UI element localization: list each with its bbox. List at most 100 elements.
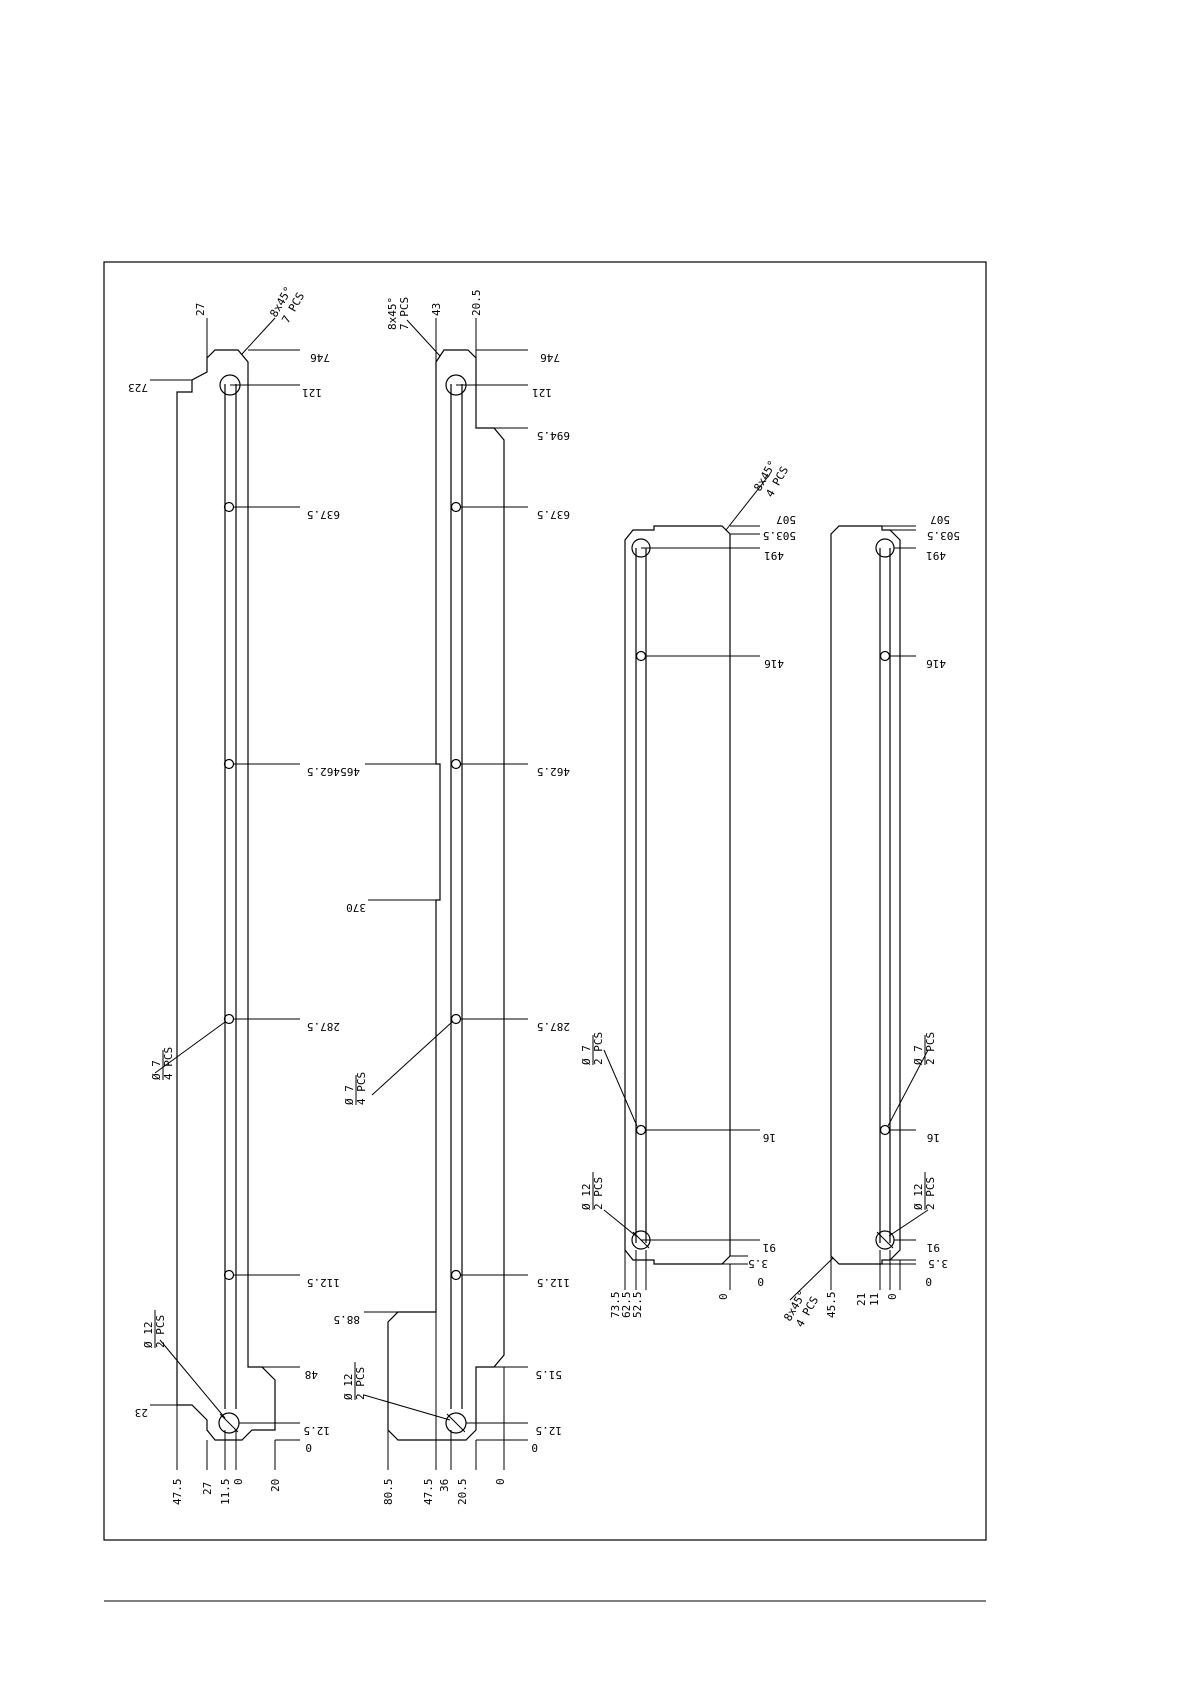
part-1-hole-112 [223, 1269, 235, 1281]
part-4-hole-bottom-cross [876, 1231, 894, 1249]
dim-48: 48 [305, 1368, 318, 1381]
dim-0-bottom: 0 [232, 1478, 245, 1485]
part-2-hole-bottom-cross [446, 1413, 466, 1433]
part-3-hole-16 [635, 1124, 647, 1136]
part-2-hole-112 [450, 1269, 462, 1281]
chamfer-leader [789, 1257, 834, 1301]
svg-text:2 PCS: 2 PCS [354, 1367, 367, 1400]
part-1-hole-287 [223, 1013, 235, 1025]
dim-3.5: 3.5 [748, 1257, 768, 1270]
dim-0-bottom: 0 [494, 1478, 507, 1485]
dim-723: 723 [128, 381, 148, 394]
part-1-outline [176, 349, 276, 1441]
svg-text:2 PCS: 2 PCS [924, 1177, 937, 1210]
dim-287.5: 287.5 [307, 1020, 340, 1033]
dim-112.5: 112.5 [307, 1276, 340, 1289]
hole-callout-12: Ø 12 2 PCS [342, 1362, 367, 1400]
hole-callout-12: Ø 12 2 PCS [142, 1310, 167, 1348]
dim-0: 0 [305, 1441, 312, 1454]
dim-0-bottom: 0 [717, 1293, 730, 1300]
dim-20.5-top: 20.5 [470, 290, 483, 317]
dim-45.5: 45.5 [825, 1292, 838, 1319]
dim-0-bottom: 0 [886, 1293, 899, 1300]
dim-746: 746 [540, 351, 560, 364]
part-4-hole-top [875, 538, 895, 558]
dim-62.5: 62.5 [620, 1292, 633, 1319]
callout-leader [603, 1049, 638, 1127]
dim-746: 746 [310, 351, 330, 364]
dim-0: 0 [925, 1275, 932, 1288]
dim-507: 507 [776, 513, 796, 526]
part-2-hole-287 [450, 1013, 462, 1025]
part-4: 507 503.5 491 416 16 91 3.5 0 8x45° 4 PC… [781, 513, 960, 1330]
part-1-hole-462 [223, 758, 235, 770]
dim-121: 121 [532, 386, 552, 399]
callout-leader [603, 1209, 637, 1237]
dim-462.5: 462.5 [537, 765, 570, 778]
dim-91: 91 [763, 1241, 776, 1254]
svg-text:Ø 7: Ø 7 [580, 1045, 593, 1065]
svg-text:Ø 12: Ø 12 [912, 1184, 925, 1211]
svg-text:Ø 7: Ø 7 [343, 1085, 356, 1105]
svg-text:2 PCS: 2 PCS [592, 1032, 605, 1065]
chamfer-leader [241, 317, 276, 355]
part-1-hole-bottom-cross [219, 1413, 239, 1433]
dim-416: 416 [926, 657, 946, 670]
dim-12.5: 12.5 [304, 1424, 331, 1437]
dim-88.5: 88.5 [334, 1313, 361, 1326]
dim-0: 0 [757, 1275, 764, 1288]
dim-43: 43 [430, 303, 443, 316]
chamfer-size: 8x45° [386, 297, 399, 330]
dim-416: 416 [764, 657, 784, 670]
chamfer-leader [725, 473, 771, 531]
dim-27: 27 [201, 1482, 214, 1495]
dim-47.5: 47.5 [171, 1479, 184, 1506]
chamfer-qty: 7 PCS [398, 297, 411, 330]
svg-text:Ø 7: Ø 7 [912, 1045, 925, 1065]
part-1-hole-637 [223, 501, 235, 513]
hole-callout-7: Ø 7 4 PCS [343, 1072, 368, 1105]
svg-text:2 PCS: 2 PCS [592, 1177, 605, 1210]
svg-text:2 PCS: 2 PCS [154, 1315, 167, 1348]
dim-503.5: 503.5 [763, 529, 796, 542]
hole-callout-12: Ø 12 2 PCS [912, 1172, 937, 1210]
dim-12.5: 12.5 [536, 1424, 563, 1437]
part-3-outline [624, 525, 731, 1265]
dim-11.5: 11.5 [219, 1479, 232, 1506]
part-2-hole-462 [450, 758, 462, 770]
svg-text:4 PCS: 4 PCS [355, 1072, 368, 1105]
svg-text:Ø 12: Ø 12 [142, 1322, 155, 1349]
drawing-frame [103, 261, 987, 1541]
callout-leader [154, 1021, 226, 1074]
part-2: 746 121 694.5 637.5 462.5 287.5 112.5 51… [334, 290, 571, 1506]
svg-text:Ø 7: Ø 7 [150, 1060, 163, 1080]
callout-leader [887, 1049, 929, 1127]
part-3: 507 503.5 491 416 16 91 3.5 0 8x45° 4 PC… [580, 458, 796, 1318]
dim-23: 23 [135, 1406, 148, 1419]
part-2-outline [387, 349, 505, 1441]
hole-callout-7: Ø 7 4 PCS [150, 1047, 175, 1080]
part-3-hole-416 [635, 650, 647, 662]
dim-694.5: 694.5 [537, 429, 570, 442]
part-4-hole-16 [879, 1124, 891, 1136]
dim-52.5: 52.5 [631, 1292, 644, 1319]
dim-370: 370 [346, 901, 366, 914]
dim-121: 121 [302, 386, 322, 399]
callout-leader [363, 1394, 451, 1421]
part-4-hole-416 [879, 650, 891, 662]
dim-20: 20 [269, 1479, 282, 1492]
dim-112.5: 112.5 [537, 1276, 570, 1289]
part-1: 746 121 637.5 462.5 287.5 112.5 48 12.5 … [128, 284, 360, 1505]
dim-637.5: 637.5 [537, 508, 570, 521]
svg-text:4 PCS: 4 PCS [162, 1047, 175, 1080]
dim-507: 507 [930, 513, 950, 526]
dim-0: 0 [531, 1441, 538, 1454]
svg-text:2 PCS: 2 PCS [924, 1032, 937, 1065]
dim-73.5: 73.5 [609, 1292, 622, 1319]
svg-text:Ø 12: Ø 12 [342, 1374, 355, 1401]
dim-47.5: 47.5 [422, 1479, 435, 1506]
dim-287.5: 287.5 [537, 1020, 570, 1033]
hole-callout-12: Ø 12 2 PCS [580, 1172, 605, 1210]
dim-465: 465 [340, 765, 360, 778]
